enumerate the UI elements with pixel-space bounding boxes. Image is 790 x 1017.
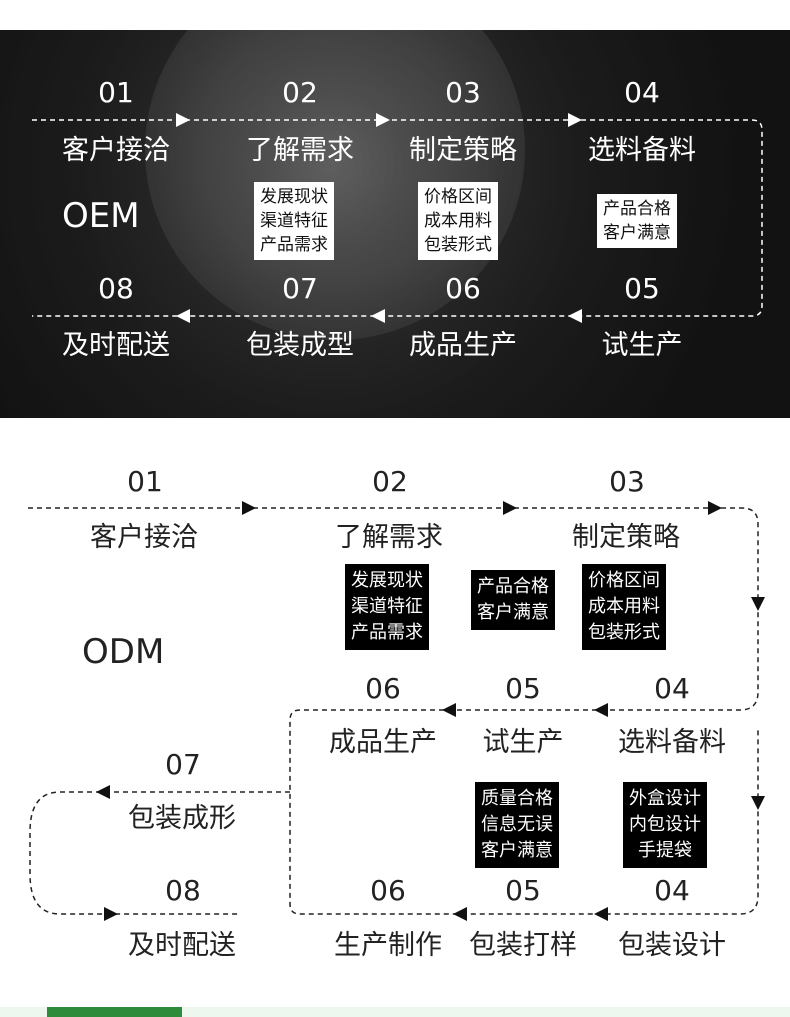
odm-step-number: 03 (609, 465, 645, 498)
odm-section: 01 客户接洽 02 了解需求 03 制定策略 ODM 发展现状渠道特征产品需求… (0, 430, 790, 1005)
oem-step-number: 01 (98, 76, 134, 109)
odm-step-number: 06 (370, 874, 406, 907)
arrow-left-icon (594, 703, 608, 717)
odm-note-card: 产品合格客户满意 (471, 570, 555, 630)
arrow-right-icon (503, 501, 517, 515)
oem-flow-lines (32, 113, 763, 323)
odm-step-label: 选料备料 (618, 727, 726, 758)
oem-step-label: 成品生产 (409, 330, 517, 361)
odm-step-number: 07 (165, 748, 201, 781)
odm-note-card: 发展现状渠道特征产品需求 (345, 564, 429, 650)
oem-step-label: 包装成型 (246, 330, 354, 361)
odm-note-card: 质量合格信息无误客户满意 (475, 782, 559, 868)
oem-step-number: 03 (445, 76, 481, 109)
arrow-right-icon (176, 113, 190, 127)
oem-step-label: 了解需求 (246, 135, 354, 166)
oem-step-label: 制定策略 (409, 135, 517, 166)
oem-step-number: 05 (624, 272, 660, 305)
arrow-down-icon (751, 597, 765, 611)
oem-step-number: 07 (282, 272, 318, 305)
oem-step-number: 08 (98, 272, 134, 305)
arrow-right-icon (568, 113, 582, 127)
oem-step-number: 02 (282, 76, 318, 109)
oem-section: 01 客户接洽 02 了解需求 03 制定策略 04 选料备料 OEM 发展现状… (0, 30, 790, 418)
oem-note-card: 价格区间成本用料包装形式 (418, 182, 498, 260)
odm-step-label: 客户接洽 (90, 522, 198, 553)
arrow-left-icon (96, 785, 110, 799)
arrow-down-icon (751, 796, 765, 810)
arrow-right-icon (376, 113, 390, 127)
arrow-right-icon (104, 907, 118, 921)
odm-step-number: 06 (365, 672, 401, 705)
odm-title: ODM (82, 632, 165, 672)
arrow-left-icon (568, 309, 582, 323)
arrow-right-icon (708, 501, 722, 515)
odm-step-number: 01 (127, 465, 163, 498)
odm-step-label: 成品生产 (329, 727, 437, 758)
arrow-left-icon (442, 703, 456, 717)
accent-bar (47, 1007, 182, 1017)
odm-step-label: 包装设计 (618, 930, 726, 961)
oem-step-label: 客户接洽 (62, 135, 170, 166)
oem-step-label: 及时配送 (62, 330, 170, 361)
arrow-left-icon (453, 907, 467, 921)
oem-step-number: 06 (445, 272, 481, 305)
odm-step-number: 08 (165, 874, 201, 907)
odm-step-label: 包装成形 (128, 803, 236, 834)
odm-note-card: 价格区间成本用料包装形式 (582, 564, 666, 650)
footer-strip (0, 1007, 790, 1017)
arrow-right-icon (242, 501, 256, 515)
odm-step-number: 04 (654, 672, 690, 705)
oem-step-label: 选料备料 (588, 135, 696, 166)
oem-title: OEM (62, 196, 140, 236)
odm-step-label: 及时配送 (128, 930, 236, 961)
arrow-left-icon (594, 907, 608, 921)
oem-note-card: 发展现状渠道特征产品需求 (254, 182, 334, 260)
odm-step-number: 02 (372, 465, 408, 498)
odm-step-number: 05 (505, 874, 541, 907)
odm-step-number: 04 (654, 874, 690, 907)
odm-note-card: 外盒设计内包设计手提袋 (623, 782, 707, 868)
odm-step-number: 05 (505, 672, 541, 705)
odm-step-label: 了解需求 (335, 522, 443, 553)
oem-step-number: 04 (624, 76, 660, 109)
odm-flow-lines (28, 501, 765, 921)
arrow-left-icon (176, 309, 190, 323)
odm-step-label: 包装打样 (469, 930, 577, 961)
odm-step-label: 生产制作 (334, 930, 442, 961)
arrow-left-icon (371, 309, 385, 323)
odm-step-label: 制定策略 (572, 522, 680, 553)
oem-note-card: 产品合格客户满意 (597, 194, 677, 248)
odm-step-label: 试生产 (482, 727, 564, 758)
oem-step-label: 试生产 (601, 330, 683, 361)
